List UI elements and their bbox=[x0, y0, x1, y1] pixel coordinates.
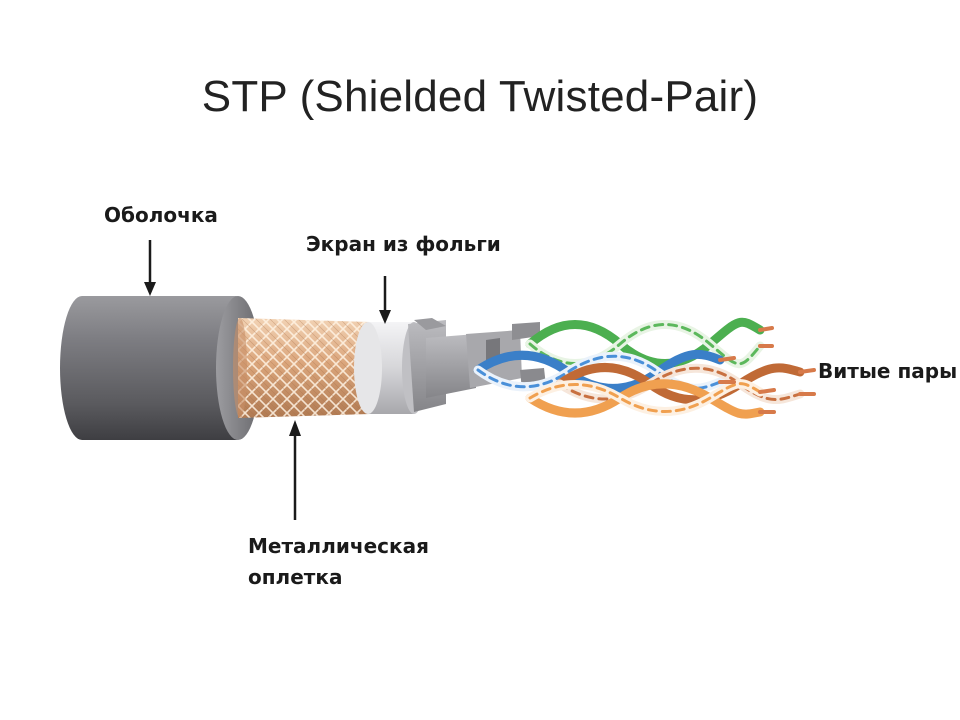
arrow-jacket bbox=[144, 240, 156, 296]
label-foil-shield: Экран из фольги bbox=[306, 232, 501, 256]
arrow-braid bbox=[289, 420, 301, 520]
cable-jacket bbox=[60, 296, 260, 440]
label-braid-line1: Металлическая bbox=[248, 534, 429, 558]
label-braid-line2: оплетка bbox=[248, 565, 343, 589]
page-title: STP (Shielded Twisted-Pair) bbox=[201, 72, 759, 121]
metal-braid bbox=[233, 318, 384, 418]
foil-shield bbox=[354, 318, 546, 414]
copper-conductors bbox=[718, 326, 816, 414]
label-jacket: Оболочка bbox=[104, 203, 218, 227]
twisted-pairs bbox=[473, 317, 805, 419]
label-twisted-pairs: Витые пары bbox=[818, 359, 958, 383]
arrow-foil bbox=[379, 276, 391, 324]
